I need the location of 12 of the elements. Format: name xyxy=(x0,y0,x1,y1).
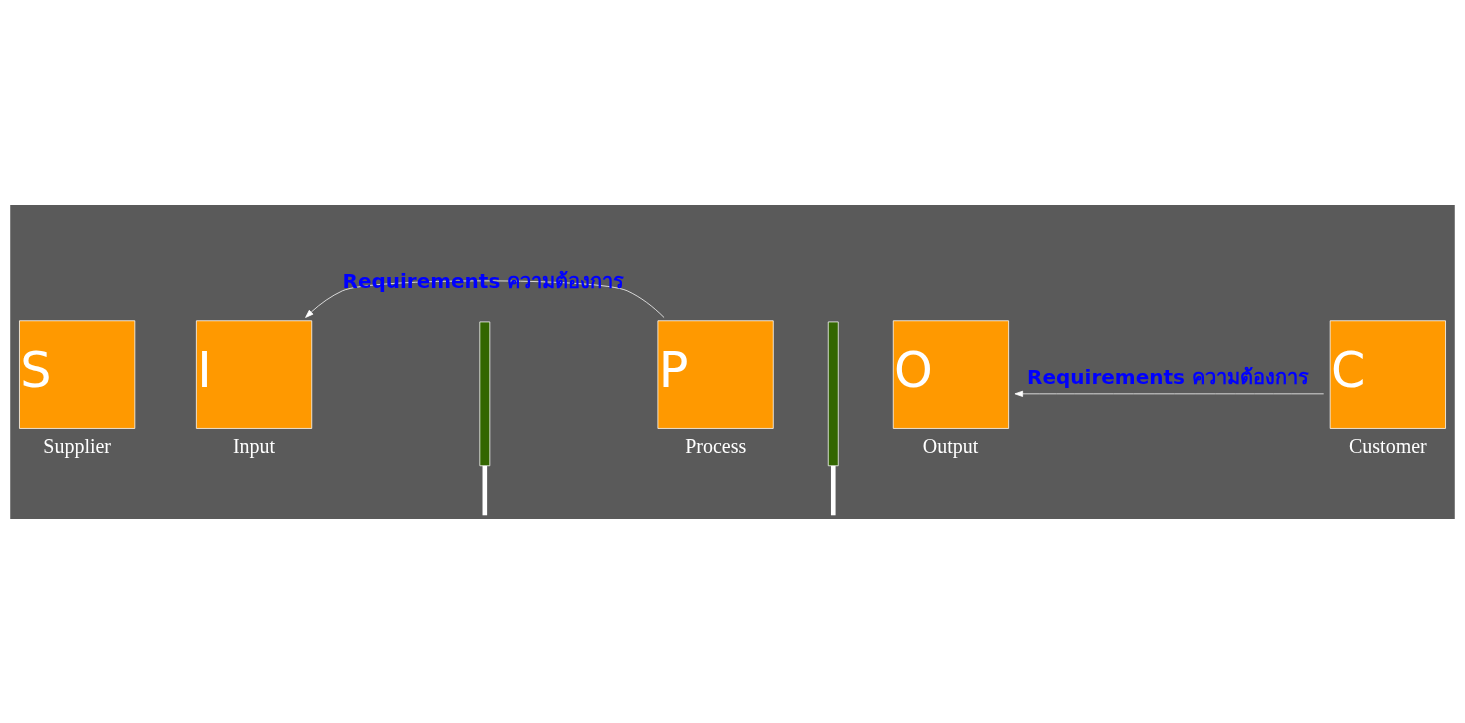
node-label: Process xyxy=(685,434,747,457)
node-label: Customer xyxy=(1349,434,1427,457)
node-label: Input xyxy=(232,434,276,457)
node-bar xyxy=(827,321,839,466)
node-label: Supplier xyxy=(43,434,112,457)
edge-label: Requirements ความต้องการ xyxy=(1027,364,1309,389)
arrow xyxy=(1014,390,1325,397)
connector xyxy=(830,465,836,515)
connector xyxy=(482,465,488,515)
edge-label: Requirements ความต้องการ xyxy=(342,268,625,293)
node-label: Output xyxy=(922,434,979,457)
node-bar xyxy=(479,321,491,466)
